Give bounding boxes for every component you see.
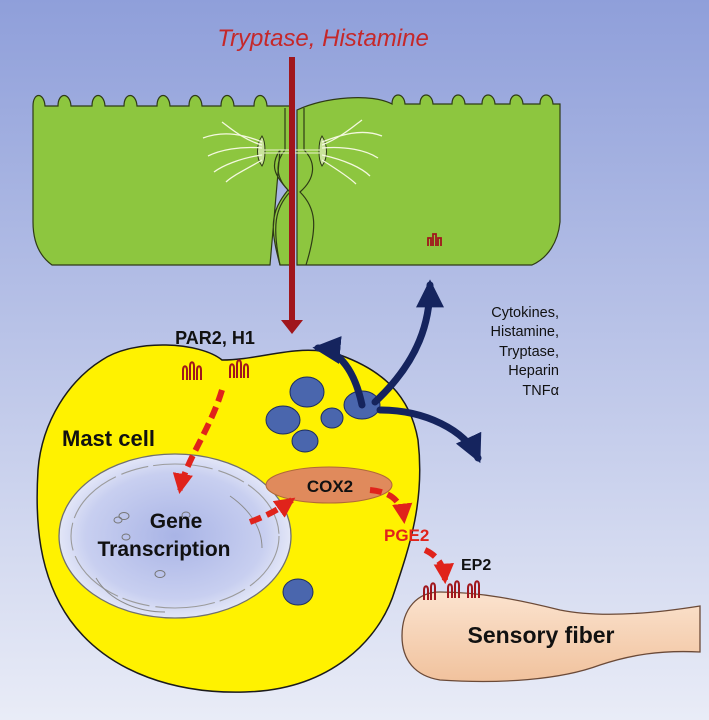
pge2-to-ep2-arrow bbox=[423, 547, 455, 585]
mediators-list: Cytokines, Histamine, Tryptase, Heparin … bbox=[491, 305, 560, 399]
cox2-label: COX2 bbox=[307, 477, 353, 496]
transcription-label: Transcription bbox=[97, 538, 230, 561]
epithelial-cell-right bbox=[296, 94, 561, 266]
cox2-to-pge2-arrow bbox=[369, 487, 413, 525]
mediator-item: TNFα bbox=[522, 383, 559, 399]
gene-label: Gene bbox=[150, 510, 203, 533]
sensory-fiber-label: Sensory fiber bbox=[468, 622, 615, 648]
mast-cell-receptors bbox=[182, 359, 249, 380]
nucleus bbox=[58, 453, 292, 619]
cell-junction-right bbox=[299, 108, 315, 266]
release-arrows bbox=[312, 279, 482, 464]
release-arrow-right bbox=[376, 406, 482, 464]
sensory-fiber bbox=[401, 591, 701, 683]
signaling-arrows bbox=[172, 389, 455, 585]
receptors-label: PAR2, H1 bbox=[175, 328, 255, 348]
mediator-arrow bbox=[281, 57, 303, 334]
release-arrow-left bbox=[312, 336, 366, 409]
mediator-item: Cytokines, bbox=[491, 305, 559, 321]
epithelial-receptor bbox=[427, 233, 442, 246]
mediator-item: Heparin bbox=[508, 363, 559, 379]
desmosome-plaque-left bbox=[257, 135, 266, 167]
top-label: Tryptase, Histamine bbox=[217, 25, 429, 52]
epithelial-cell-left bbox=[32, 94, 294, 266]
cox2-enzyme bbox=[265, 466, 393, 504]
release-arrow-up bbox=[371, 279, 444, 406]
mediator-item: Histamine, bbox=[491, 324, 560, 340]
mediator-item: Tryptase, bbox=[499, 344, 559, 360]
epithelium bbox=[32, 94, 561, 266]
ep2-label: EP2 bbox=[461, 557, 491, 574]
granules bbox=[265, 376, 381, 606]
ep2-receptors bbox=[423, 580, 480, 600]
mast-cell-label: Mast cell bbox=[62, 426, 155, 451]
nucleus-to-cox2-arrow bbox=[248, 497, 296, 525]
receptor-to-nucleus-arrow bbox=[172, 389, 225, 495]
pge2-label: PGE2 bbox=[384, 526, 429, 545]
